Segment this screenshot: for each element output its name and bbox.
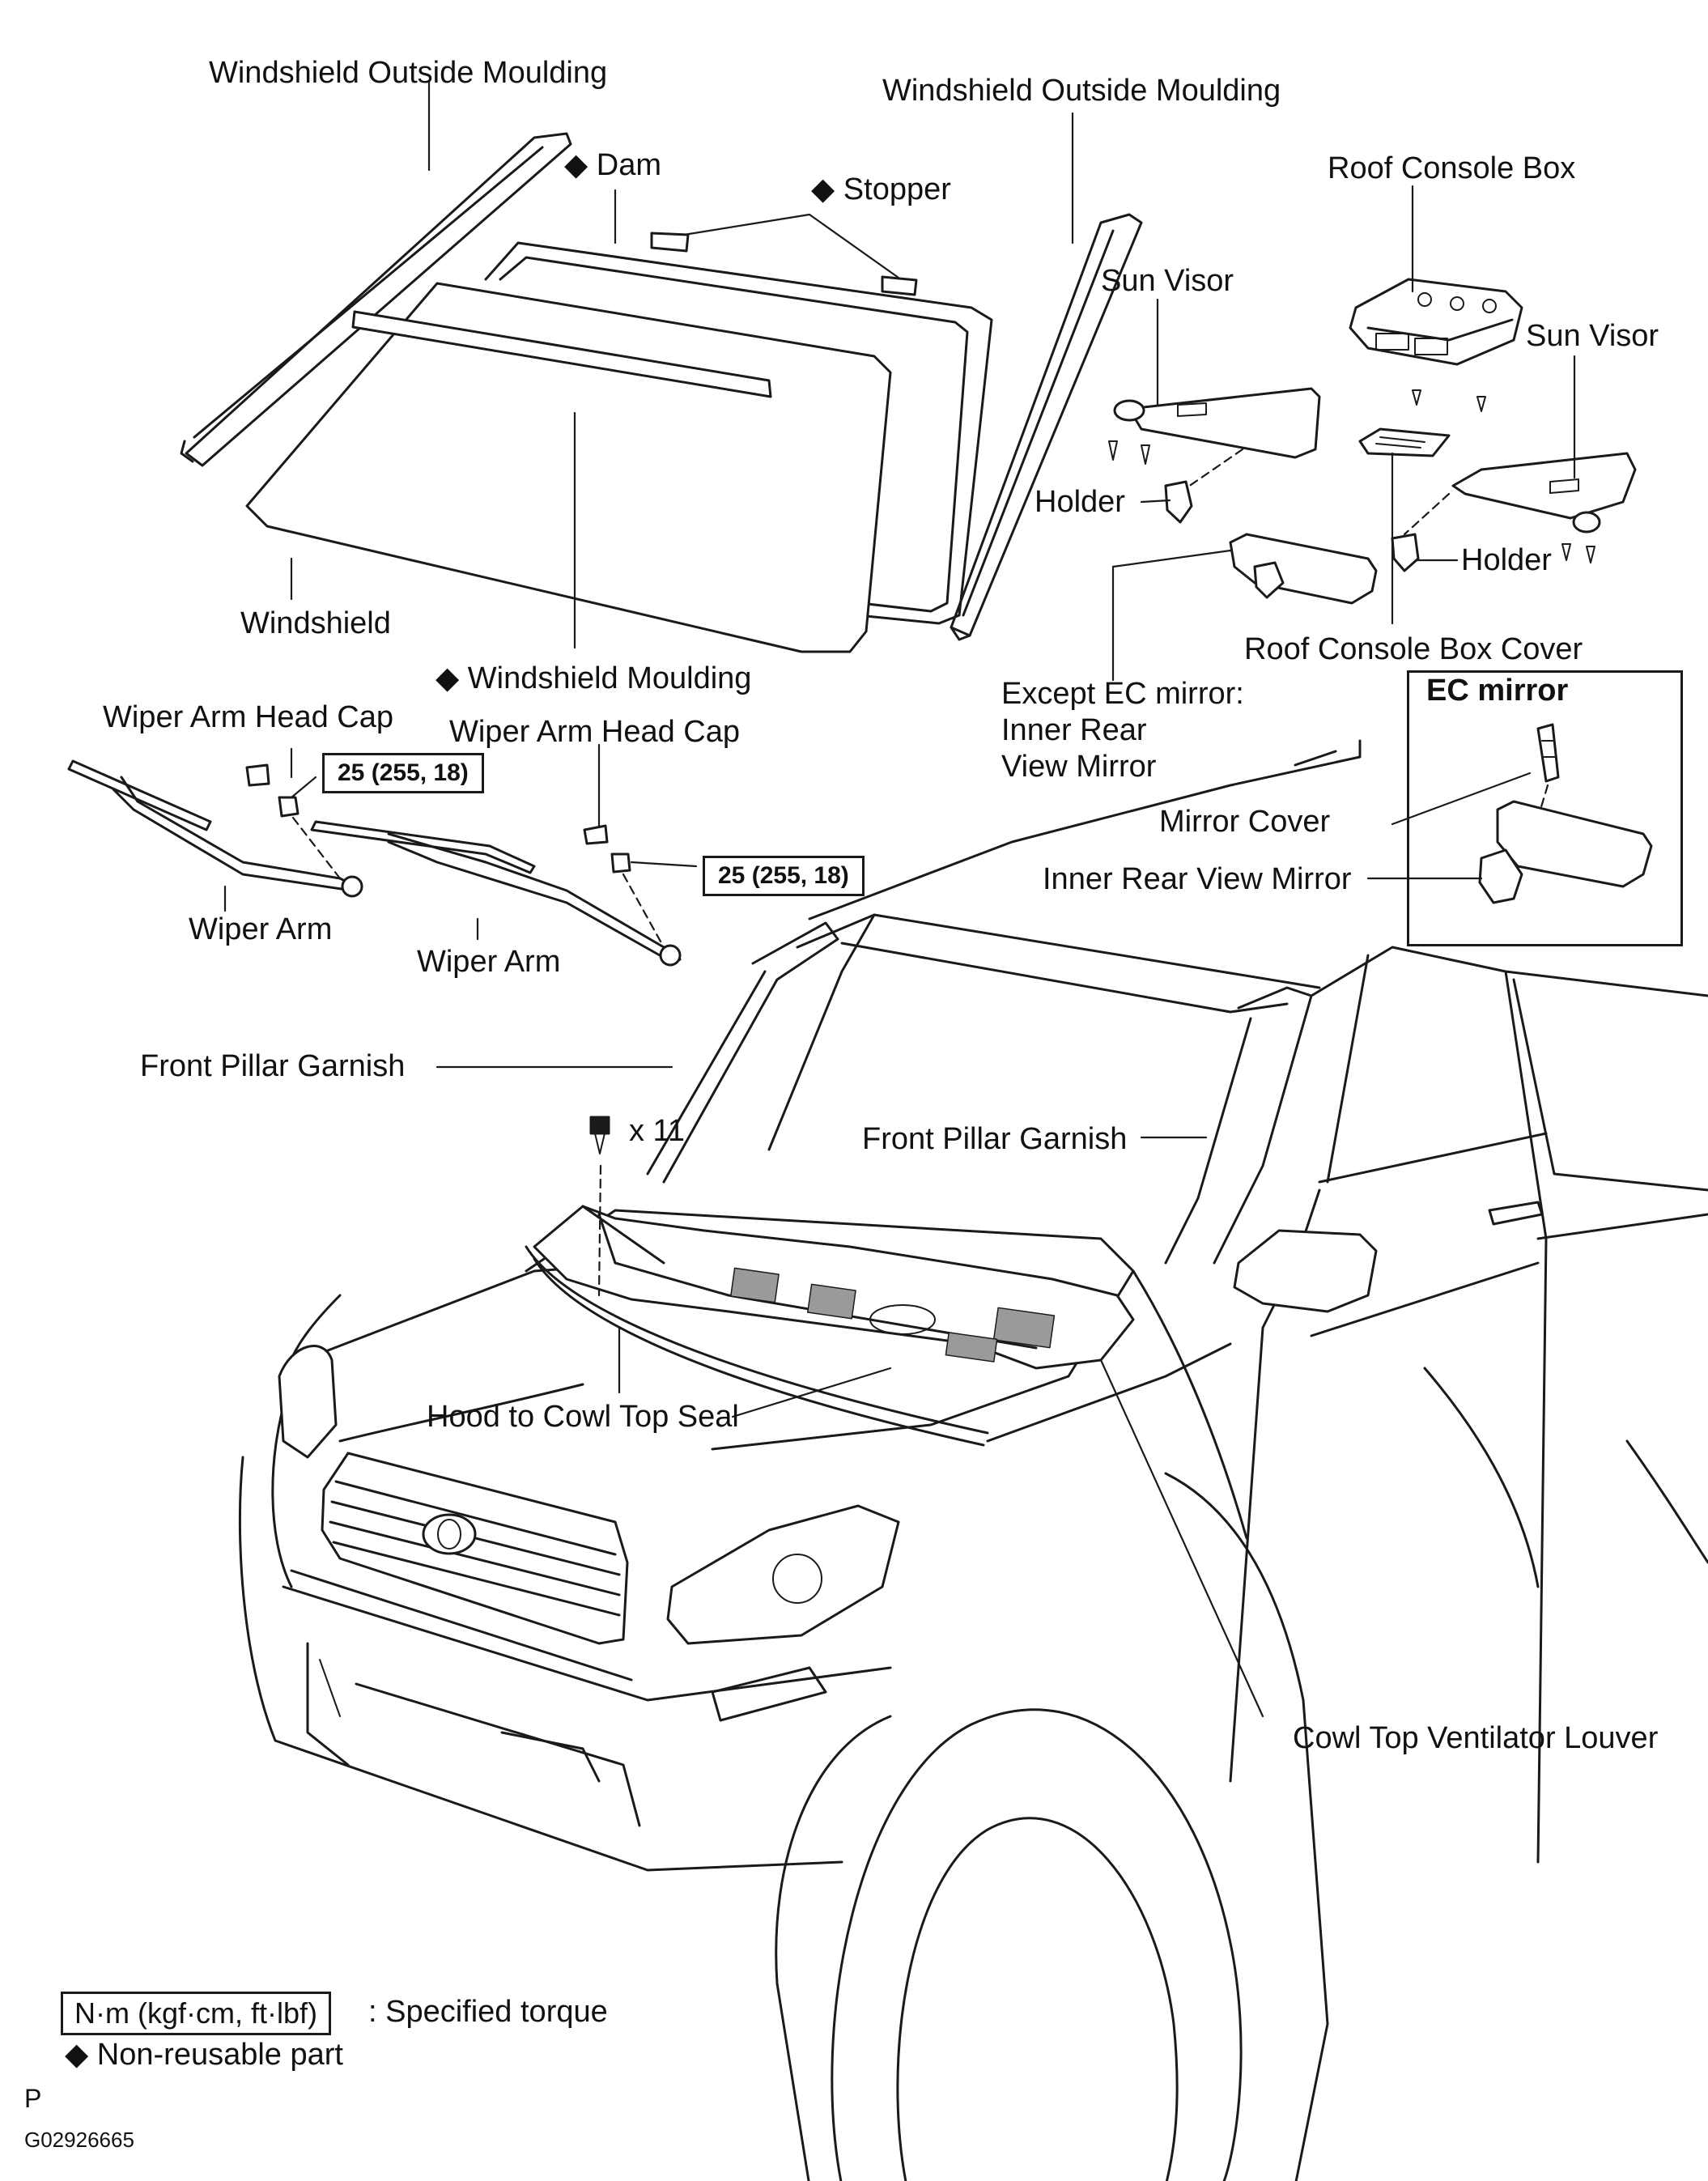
label-mirror-cover: Mirror Cover xyxy=(1159,805,1331,839)
inner-rear-view-mirror xyxy=(1111,533,1378,682)
cowl-louver xyxy=(533,1116,1135,1370)
label-windshield: Windshield xyxy=(240,606,391,640)
footer-letter: P xyxy=(24,2084,42,2113)
label-front-pillar-garnish-left: Front Pillar Garnish xyxy=(140,1049,406,1083)
non-reusable-marker: ◆ xyxy=(435,661,460,695)
label-stopper-text: Stopper xyxy=(843,172,951,206)
label-cowl-top-ventilator-louver: Cowl Top Ventilator Louver xyxy=(1293,1721,1659,1755)
label-dam: ◆ Dam xyxy=(564,147,661,183)
label-holder-right: Holder xyxy=(1461,543,1552,577)
label-hood-to-cowl-top-seal: Hood to Cowl Top Seal xyxy=(427,1400,739,1434)
label-roof-console-box-cover: Roof Console Box Cover xyxy=(1244,632,1583,666)
wiper-arm-left xyxy=(67,759,363,912)
legend-non-reusable-symbol: ◆ xyxy=(65,2038,89,2072)
wiper-arm-right xyxy=(290,743,698,967)
label-stopper: ◆ Stopper xyxy=(811,172,951,207)
sun-visor-right xyxy=(1403,452,1637,563)
legend-torque-units: N·m (kgf·cm, ft·lbf) xyxy=(61,1992,331,2035)
sun-visor-left xyxy=(1108,387,1321,495)
torque-spec-left: 25 (255, 18) xyxy=(322,753,484,793)
label-holder-left: Holder xyxy=(1035,485,1125,519)
label-sun-visor-right: Sun Visor xyxy=(1526,319,1659,353)
label-roof-console-box: Roof Console Box xyxy=(1328,151,1576,185)
label-windshield-moulding: ◆ Windshield Moulding xyxy=(435,661,751,696)
stoppers xyxy=(650,232,918,296)
roof-console-box-cover xyxy=(1358,427,1451,457)
label-wiper-arm-head-cap-left: Wiper Arm Head Cap xyxy=(103,700,394,734)
label-windshield-outside-moulding-right: Windshield Outside Moulding xyxy=(882,74,1281,108)
label-wiper-arm-left: Wiper Arm xyxy=(189,912,333,946)
right-outside-moulding xyxy=(950,213,1143,641)
ec-mirror-parts xyxy=(1366,723,1653,904)
non-reusable-marker: ◆ xyxy=(811,172,835,206)
roof-console-box xyxy=(1349,278,1523,366)
ec-mirror-inset-title: EC mirror xyxy=(1426,674,1569,708)
label-except-ec-line2: Inner Rear xyxy=(1001,713,1147,747)
ec-mirror-inset xyxy=(1407,670,1683,946)
legend-non-reusable-text: Non-reusable part xyxy=(96,2038,343,2072)
legend-torque-description: : Specified torque xyxy=(368,1995,608,2029)
label-clip-count: x 11 xyxy=(629,1114,686,1148)
label-except-ec-line3: View Mirror xyxy=(1001,750,1157,784)
roof-console-screws xyxy=(1412,389,1486,412)
left-outside-moulding xyxy=(180,132,572,467)
holder-left-part xyxy=(1164,480,1193,524)
holder-right-part xyxy=(1391,533,1420,572)
label-windshield-moulding-text: Windshield Moulding xyxy=(467,661,752,695)
label-inner-rear-view-mirror: Inner Rear View Mirror xyxy=(1043,862,1352,896)
label-sun-visor-left: Sun Visor xyxy=(1101,264,1234,298)
windshield-glass xyxy=(245,282,892,653)
vehicle-body xyxy=(238,739,1708,2181)
non-reusable-marker: ◆ xyxy=(564,148,588,182)
label-wiper-arm-head-cap-right: Wiper Arm Head Cap xyxy=(449,715,741,749)
footer-figure-id: G02926665 xyxy=(24,2128,134,2152)
label-dam-text: Dam xyxy=(596,148,662,182)
leader-lines-top xyxy=(290,79,1576,649)
label-windshield-outside-moulding-left: Windshield Outside Moulding xyxy=(209,56,608,90)
label-front-pillar-garnish-right: Front Pillar Garnish xyxy=(862,1122,1128,1156)
label-except-ec-line1: Except EC mirror: xyxy=(1001,677,1244,711)
label-wiper-arm-right: Wiper Arm xyxy=(417,945,561,979)
leader-lines-bottom xyxy=(435,1065,1264,1718)
torque-spec-right: 25 (255, 18) xyxy=(703,856,865,896)
legend-non-reusable: ◆ Non-reusable part xyxy=(65,2037,343,2073)
